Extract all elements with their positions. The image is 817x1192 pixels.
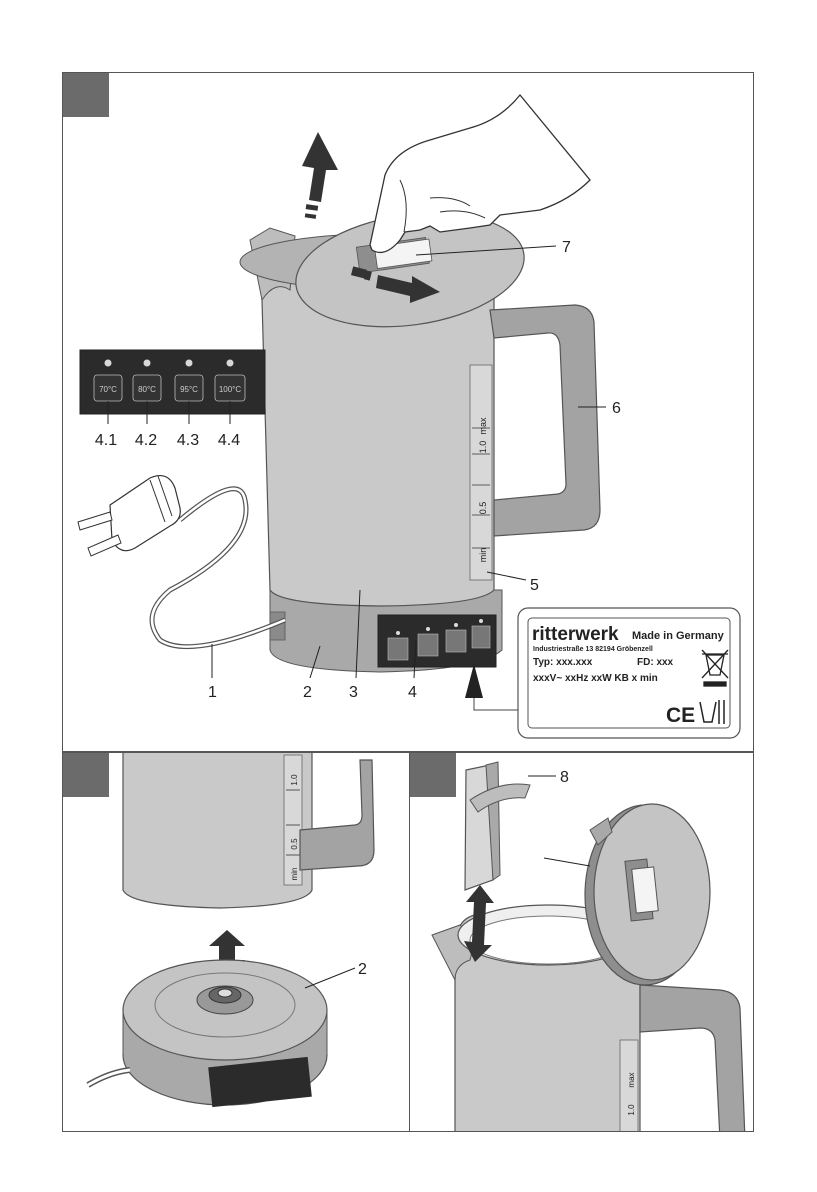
scale-0-5-b: 0.5 — [290, 838, 299, 850]
power-plug — [78, 476, 285, 647]
kettle-handle — [490, 305, 600, 536]
callout-6: 6 — [612, 400, 621, 417]
callout-8: 8 — [560, 769, 569, 786]
temp-button-70: 70°C — [99, 385, 117, 394]
callout-2b: 2 — [358, 961, 367, 978]
callout-2: 2 — [303, 684, 312, 701]
type-number: Typ: xxx.xxx — [533, 657, 593, 668]
scale-1-0-c: 1.0 — [627, 1104, 636, 1116]
ce-mark: CE — [666, 704, 695, 727]
rating-plate: ritterwerk Made in Germany Industriestra… — [465, 608, 740, 738]
label-4-1: 4.1 — [95, 432, 117, 449]
made-in-germany: Made in Germany — [632, 630, 725, 642]
scale-1-0-b: 1.0 — [290, 774, 299, 786]
scale-min: min — [478, 548, 488, 563]
label-4-2: 4.2 — [135, 432, 157, 449]
figure-base-removal: 1.0 0.5 min — [88, 745, 374, 1107]
lift-up-arrow — [302, 132, 338, 219]
callout-3: 3 — [349, 684, 358, 701]
temp-button-80: 80°C — [138, 385, 156, 394]
scale-max-c: max — [627, 1072, 636, 1087]
callout-1: 1 — [208, 684, 217, 701]
label-4-4: 4.4 — [218, 432, 240, 449]
electrical-specs: xxxV~ xxHz xxW KB x min — [533, 673, 658, 684]
scale-0-5: 0.5 — [478, 502, 488, 515]
scale-1-0: 1.0 — [478, 441, 488, 454]
temp-button-95: 95°C — [180, 385, 198, 394]
label-4-3: 4.3 — [177, 432, 199, 449]
brand-name: ritterwerk — [532, 624, 619, 645]
kettle-main: max 1.0 0.5 min — [240, 95, 600, 672]
temperature-panel-detail: 70°C 80°C 95°C 100°C 4.1 4.2 4.3 4.4 — [80, 350, 265, 449]
callout-5: 5 — [530, 577, 539, 594]
manufacturer-address: Industriestraße 13 82194 Gröbenzell — [533, 646, 653, 653]
callout-4: 4 — [408, 684, 417, 701]
scale-max: max — [478, 417, 488, 435]
temp-button-100: 100°C — [219, 385, 242, 394]
fd-number: FD: xxx — [637, 657, 674, 668]
figure-lid-filter: max 1.0 — [432, 762, 745, 1140]
callout-7: 7 — [562, 239, 571, 256]
scale-min-b: min — [290, 868, 299, 881]
